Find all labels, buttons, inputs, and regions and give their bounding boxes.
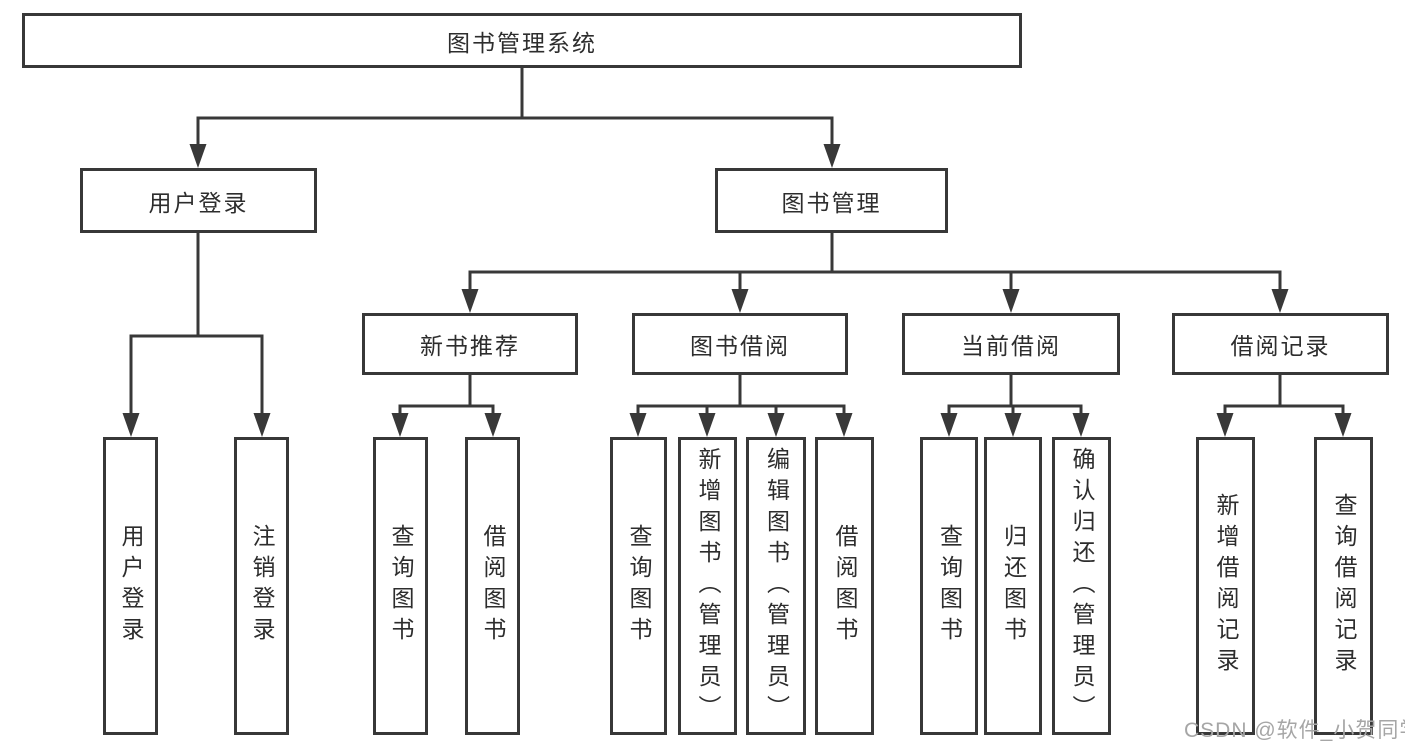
leaf-add-books-admin-label: 新增图书（管理员） <box>695 446 721 726</box>
node-book-management: 图书管理 <box>715 168 948 233</box>
node-user-login-label: 用户登录 <box>148 189 249 216</box>
leaf-query-books-current-label: 查询图书 <box>936 524 963 648</box>
node-root-label: 图书管理系统 <box>447 29 597 56</box>
leaf-logout-label: 注销登录 <box>249 524 275 648</box>
leaf-query-books-current: 查询图书 <box>920 437 978 735</box>
leaf-add-borrow-record: 新增借阅记录 <box>1196 437 1255 735</box>
node-user-login: 用户登录 <box>80 168 317 233</box>
leaf-add-borrow-record-label: 新增借阅记录 <box>1213 493 1239 679</box>
node-new-book-recommend-label: 新书推荐 <box>420 333 520 359</box>
leaf-borrow-books-label: 借阅图书 <box>832 524 858 648</box>
leaf-return-books-label: 归还图书 <box>1000 524 1027 648</box>
leaf-logout: 注销登录 <box>234 437 289 735</box>
node-current-borrow-label: 当前借阅 <box>961 333 1061 359</box>
node-book-borrow-label: 图书借阅 <box>690 333 790 359</box>
leaf-borrow-books: 借阅图书 <box>815 437 874 735</box>
node-root: 图书管理系统 <box>22 13 1022 68</box>
leaf-confirm-return-admin: 确认归还（管理员） <box>1052 437 1111 735</box>
leaf-confirm-return-admin-label: 确认归还（管理员） <box>1069 446 1095 726</box>
node-borrow-records-label: 借阅记录 <box>1230 333 1331 359</box>
node-book-management-label: 图书管理 <box>781 189 882 216</box>
node-book-borrow: 图书借阅 <box>632 313 848 375</box>
csdn-watermark: CSDN @软件_小贺同学 <box>1184 719 1405 742</box>
leaf-query-books-borrow: 查询图书 <box>610 437 667 735</box>
leaf-query-books-recommend-label: 查询图书 <box>388 524 414 648</box>
leaf-user-login-label: 用户登录 <box>118 524 144 648</box>
node-borrow-records: 借阅记录 <box>1172 313 1389 375</box>
leaf-query-books-borrow-label: 查询图书 <box>626 524 652 648</box>
leaf-query-borrow-record-label: 查询借阅记录 <box>1331 493 1357 679</box>
leaf-add-books-admin: 新增图书（管理员） <box>678 437 737 735</box>
leaf-edit-books-admin-label: 编辑图书（管理员） <box>763 446 790 726</box>
node-current-borrow: 当前借阅 <box>902 313 1120 375</box>
leaf-query-books-recommend: 查询图书 <box>373 437 428 735</box>
leaf-edit-books-admin: 编辑图书（管理员） <box>746 437 806 735</box>
node-new-book-recommend: 新书推荐 <box>362 313 578 375</box>
leaf-user-login: 用户登录 <box>103 437 158 735</box>
leaf-query-borrow-record: 查询借阅记录 <box>1314 437 1373 735</box>
leaf-return-books: 归还图书 <box>984 437 1042 735</box>
leaf-borrow-books-recommend: 借阅图书 <box>465 437 520 735</box>
leaf-borrow-books-recommend-label: 借阅图书 <box>480 524 506 648</box>
